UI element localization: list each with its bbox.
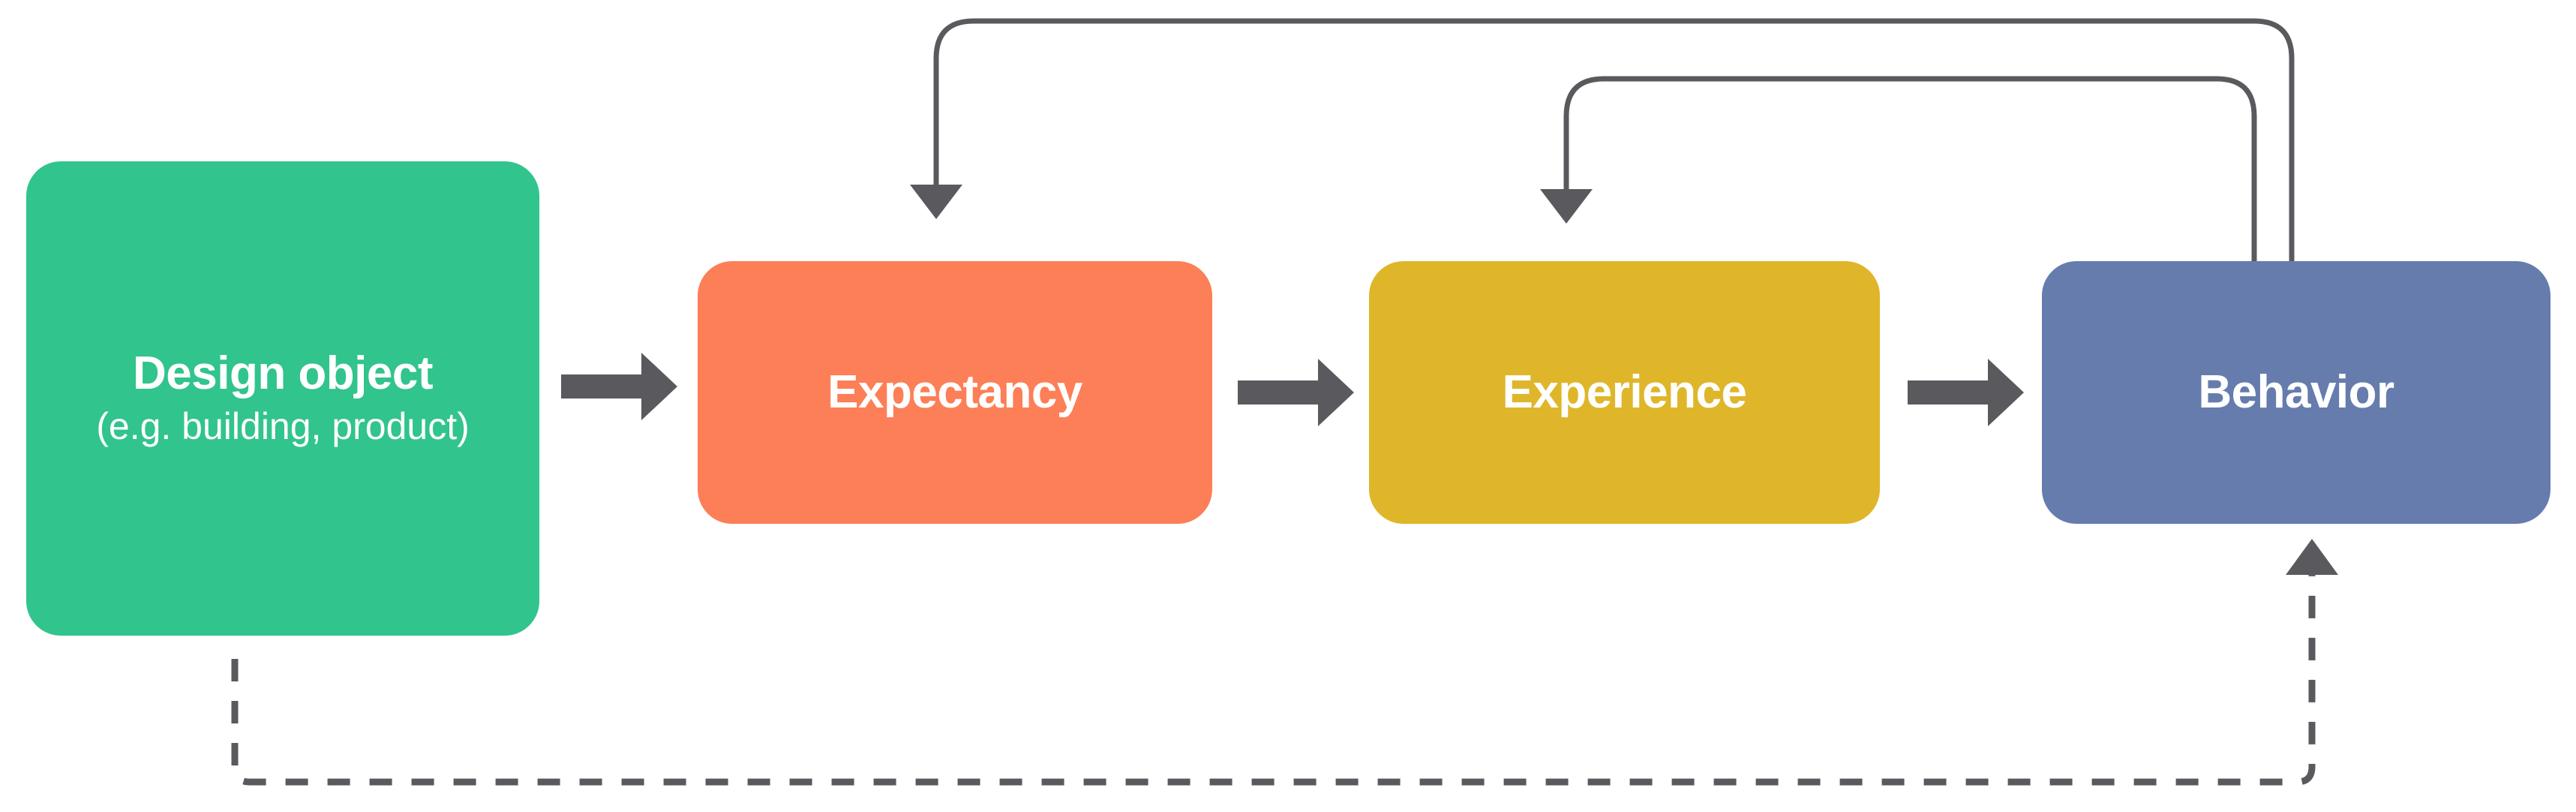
node-behavior[interactable]: Behavior [2042,261,2550,524]
node-design-object-title: Design object [132,347,434,400]
node-experience[interactable]: Experience [1369,261,1880,524]
node-expectancy[interactable]: Expectancy [698,261,1212,524]
arrow-expectancy-to-experience [1238,359,1354,426]
node-behavior-title: Behavior [2198,365,2394,418]
node-design-object[interactable]: Design object (e.g. building, product) [26,161,539,636]
dashed-feedback-design-to-behavior [231,539,2338,786]
node-expectancy-title: Expectancy [827,365,1082,418]
feedback-loop-behavior-to-experience [1540,76,2257,261]
node-experience-title: Experience [1502,365,1747,418]
node-design-object-subtitle: (e.g. building, product) [96,405,470,448]
arrow-design-to-expectancy [561,353,677,420]
feedback-loop-behavior-to-expectancy [910,18,2295,261]
arrow-experience-to-behavior [1908,359,2024,426]
